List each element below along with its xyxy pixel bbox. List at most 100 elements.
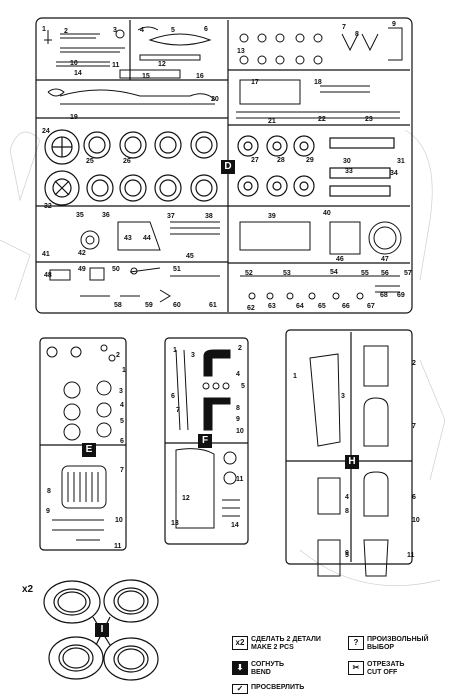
sprue-d-lower-right-parts (239, 221, 402, 300)
sprue-f-part-number: 14 (231, 522, 239, 529)
sprue-d-part-number: 23 (365, 116, 373, 123)
sprue-d-part-number: 61 (209, 302, 217, 309)
sprue-e-part-number: 1 (122, 367, 126, 374)
sprue-tag-d: D (221, 160, 235, 174)
sprue-d-part-number: 42 (78, 250, 86, 257)
scissors-icon: ✂ (348, 661, 364, 675)
sprue-d-part-number: 20 (211, 96, 219, 103)
sprue-d-wheels-row1 (44, 129, 218, 165)
bend-ru: СОГНУТЬ (251, 661, 285, 668)
sprue-h-part-number: 2 (412, 360, 416, 367)
sprue-d-part-number: 46 (336, 256, 344, 263)
sprue-d-part-number: 14 (74, 70, 82, 77)
cutoff-ru: ОТРЕЗАТЬ (367, 661, 405, 668)
sprue-d-part-number: 50 (112, 266, 120, 273)
legend-drill: ✓ ПРОСВЕРЛИТЬ (232, 684, 332, 694)
sprue-f-part-number: 7 (176, 407, 180, 414)
legend-bend: ⬇ СОГНУТЬ BEND (232, 661, 332, 679)
sprue-d-part-number: 28 (277, 157, 285, 164)
sprue-e-part-number: 11 (114, 543, 122, 550)
sprue-d-part-number: 27 (251, 157, 259, 164)
sprue-d-part-number: 26 (123, 158, 131, 165)
sprue-d-part-number: 32 (44, 203, 52, 210)
optional-en: ВЫБОР (367, 644, 395, 651)
sprue-tag-i: I (95, 623, 109, 637)
sprue-d-part-number: 8 (355, 31, 359, 38)
sprue-d-part-number: 25 (86, 158, 94, 165)
sprue-d-part-number: 56 (381, 270, 389, 277)
sprue-d-part-number: 15 (142, 73, 150, 80)
sprue-d-part-number: 36 (102, 212, 110, 219)
sprue-d-part-number: 68 (380, 292, 388, 299)
sprue-d-part-number: 38 (205, 213, 213, 220)
sprue-d-part-number: 1 (42, 26, 46, 33)
drill-ru: ПРОСВЕРЛИТЬ (251, 684, 305, 691)
sprue-d-part-number: 37 (167, 213, 175, 220)
sprue-h-part-number: 9 (345, 550, 349, 557)
sprue-d-part-number: 53 (283, 270, 291, 277)
sprue-h-part-number: 4 (345, 494, 349, 501)
sprue-d-part-number: 35 (76, 212, 84, 219)
legend-cutoff: ✂ ОТРЕЗАТЬ CUT OFF (348, 661, 443, 679)
sprue-h-part-number: 7 (412, 423, 416, 430)
sprue-d-right-discs (237, 135, 395, 197)
sprue-d-part-number: 9 (392, 21, 396, 28)
sprue-d-part-number: 13 (237, 48, 245, 55)
sprue-d-part-number: 30 (343, 158, 351, 165)
sprue-h-part-number: 6 (412, 494, 416, 501)
sprue-d-part-number: 64 (296, 303, 304, 310)
make2-en: MAKE 2 PCS (251, 644, 294, 651)
sprue-e-part-number: 4 (120, 402, 124, 409)
sprue-d-part-number: 10 (70, 60, 78, 67)
sprue-f-part-number: 3 (191, 352, 195, 359)
sprue-d-part-number: 5 (171, 27, 175, 34)
sprue-d-part-number: 67 (367, 303, 375, 310)
sprue-d-part-number: 34 (390, 170, 398, 177)
sprue-e-part-number: 10 (115, 517, 123, 524)
optional-ru: ПРОИЗВОЛЬНЫЙ (367, 636, 429, 643)
sprue-tag-e: E (82, 443, 96, 457)
sprue-d-part-number: 18 (314, 79, 322, 86)
sprue-d-part-number: 59 (145, 302, 153, 309)
sprue-e-part-number: 3 (119, 388, 123, 395)
sprue-f-part-number: 10 (236, 428, 244, 435)
sprue-f-part-number: 11 (236, 476, 244, 483)
sprue-f-part-number: 5 (241, 383, 245, 390)
sprue-h-frame (285, 329, 413, 565)
sprue-d-part-number: 43 (124, 235, 132, 242)
sprue-d-part-number: 6 (204, 26, 208, 33)
sprue-d-part-number: 24 (42, 128, 50, 135)
sprue-h-part-number: 10 (412, 517, 420, 524)
sprue-d-part-number: 40 (323, 210, 331, 217)
sprue-d-part-number: 19 (70, 114, 78, 121)
sprue-e-parts (46, 344, 116, 541)
sprue-f-part-number: 12 (182, 495, 190, 502)
sprue-d-lower-parts (49, 221, 220, 303)
sprue-d-small-parts (44, 26, 216, 105)
sprue-d-part-number: 48 (44, 272, 52, 279)
sprue-d-part-number: 29 (306, 157, 314, 164)
bend-icon: ⬇ (232, 661, 248, 675)
sprue-d-part-number: 31 (397, 158, 405, 165)
sprue-d-part-number: 3 (113, 27, 117, 34)
sprue-f-part-number: 4 (236, 371, 240, 378)
sprue-d-part-number: 58 (114, 302, 122, 309)
sprue-d-part-number: 39 (268, 213, 276, 220)
sprue-d-part-number: 44 (143, 235, 151, 242)
sprue-e-part-number: 9 (46, 508, 50, 515)
sprue-i-tires (43, 579, 159, 681)
sprue-d-part-number: 47 (381, 256, 389, 263)
sprue-d-part-number: 60 (173, 302, 181, 309)
sprue-e-part-number: 5 (120, 418, 124, 425)
sprue-h-part-number: 5 (345, 552, 349, 559)
sprue-tag-f: F (198, 434, 212, 448)
sprue-h-part-number: 3 (341, 393, 345, 400)
sprue-d-part-number: 69 (397, 292, 405, 299)
sprue-d-part-number: 7 (342, 24, 346, 31)
background-sketch (0, 129, 446, 587)
sprue-d-part-number: 57 (404, 270, 412, 277)
sprue-e-part-number: 7 (120, 467, 124, 474)
sprue-d-part-number: 16 (196, 73, 204, 80)
sprue-d-part-number: 51 (173, 266, 181, 273)
